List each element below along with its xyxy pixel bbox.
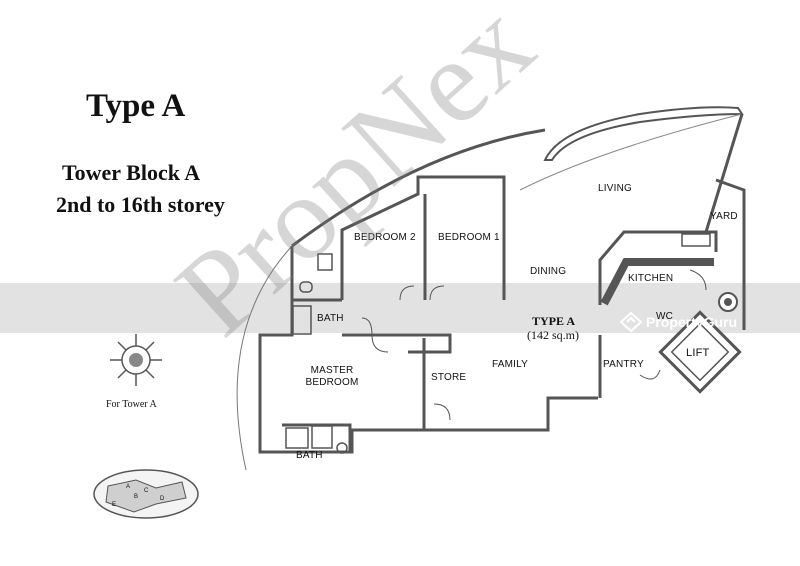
room-label-master-bedroom: MASTER BEDROOM bbox=[305, 365, 359, 388]
key-letter-c: C bbox=[144, 488, 149, 494]
room-label-yard: YARD bbox=[710, 211, 738, 222]
key-letter-b: B bbox=[134, 494, 138, 500]
toilet-lower bbox=[336, 442, 348, 454]
yard-wall bbox=[715, 178, 746, 330]
bedroom-top-walls bbox=[340, 175, 506, 300]
curved-facade-wall bbox=[291, 128, 546, 248]
basin-upper bbox=[317, 253, 333, 271]
room-label-pantry: PANTRY bbox=[603, 359, 644, 370]
propertyguru-logo-icon bbox=[620, 312, 642, 332]
compass-caption: For Tower A bbox=[106, 399, 157, 410]
tower-block-label: Tower Block A bbox=[62, 160, 201, 185]
room-label-bedroom-2: BEDROOM 2 bbox=[354, 232, 416, 243]
page-title: Type A bbox=[86, 88, 186, 124]
compass-rose bbox=[110, 334, 162, 386]
door-bedroom2 bbox=[399, 285, 415, 301]
kitchen-walls bbox=[598, 230, 718, 305]
bathtub-lower bbox=[285, 427, 309, 449]
lift-core bbox=[658, 310, 742, 394]
balcony-arc-line bbox=[236, 245, 293, 471]
shower-lower bbox=[311, 425, 333, 449]
unit-area-label: (142 sq.m) bbox=[527, 328, 579, 342]
key-letter-e: E bbox=[112, 502, 116, 508]
room-label-family: FAMILY bbox=[492, 359, 529, 370]
room-label-wc: WC bbox=[656, 311, 674, 322]
room-label-kitchen: KITCHEN bbox=[628, 273, 674, 284]
balcony-inner-line bbox=[519, 113, 743, 191]
room-label-store: STORE bbox=[431, 372, 467, 383]
room-label-bedroom-1: BEDROOM 1 bbox=[438, 232, 500, 243]
room-label-bath-lower: BATH bbox=[296, 450, 323, 461]
watermark-banner bbox=[0, 283, 800, 333]
propertyguru-text: PropertyGuru bbox=[646, 314, 738, 330]
room-label-living: LIVING bbox=[598, 183, 632, 194]
room-label-bath-upper: BATH bbox=[317, 313, 344, 324]
unit-type-label: TYPE A bbox=[532, 314, 576, 328]
key-letter-a: A bbox=[126, 484, 130, 490]
balcony-planter bbox=[543, 106, 744, 161]
kitchen-counter bbox=[600, 258, 714, 306]
door-pantry bbox=[639, 369, 661, 380]
corridor-wall bbox=[342, 333, 452, 354]
master-bath-wall bbox=[282, 423, 352, 452]
outer-wall-upper bbox=[258, 246, 598, 454]
living-right-wall bbox=[704, 113, 744, 233]
storey-range-label: 2nd to 16th storey bbox=[56, 192, 225, 217]
room-label-dining: DINING bbox=[530, 266, 567, 277]
door-master bbox=[371, 334, 389, 353]
kitchen-sink bbox=[681, 233, 711, 247]
door-kitchen bbox=[689, 269, 707, 291]
key-letter-d: D bbox=[160, 496, 165, 502]
door-bath bbox=[361, 317, 373, 336]
propertyguru-watermark: PropertyGuru bbox=[620, 312, 737, 332]
door-bedroom1 bbox=[429, 285, 445, 301]
room-label-lift: LIFT bbox=[686, 347, 710, 359]
toilet-upper bbox=[299, 281, 313, 293]
door-store bbox=[433, 403, 451, 421]
key-plan: A B C D E bbox=[93, 469, 199, 519]
bathtub-upper bbox=[292, 305, 312, 335]
